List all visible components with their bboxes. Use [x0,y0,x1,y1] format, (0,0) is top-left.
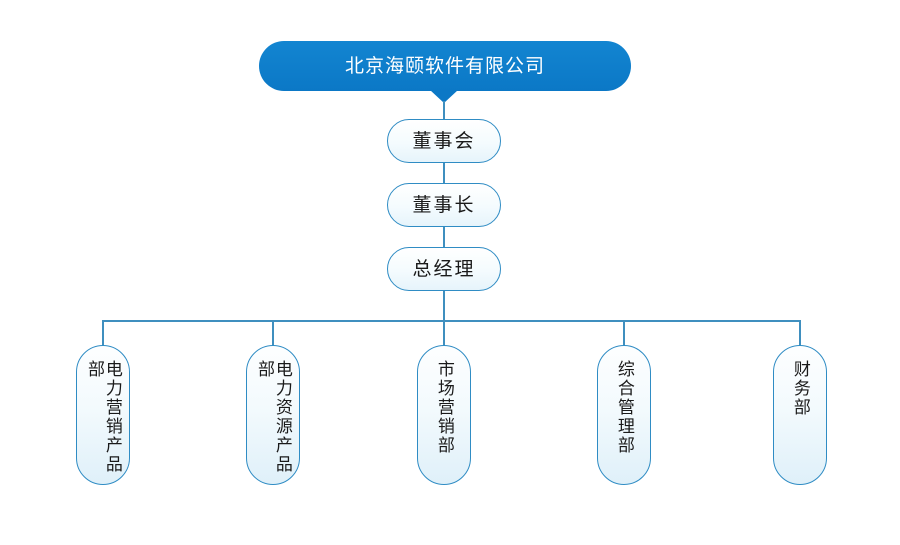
org-node-board-label: 董事会 [412,130,476,152]
connector-bus-to-dept-1 [102,320,104,350]
org-node-dept-power-marketing-product-label: 电力营销产品部 [85,360,122,474]
connector-chairman-to-gm [443,227,445,248]
org-node-dept-power-resource-product[interactable]: 电力资源产品部 [246,345,300,485]
connector-company-to-board [443,101,445,123]
connector-department-bus [102,320,801,322]
org-node-dept-general-management-label: 综合管理部 [614,360,634,455]
org-node-dept-finance-label: 财务部 [790,360,810,417]
connector-board-to-chairman [443,163,445,184]
org-node-company[interactable]: 北京海颐软件有限公司 [259,41,631,91]
connector-bus-to-dept-2 [272,320,274,350]
org-node-dept-power-resource-product-label: 电力资源产品部 [255,360,292,474]
org-node-company-label: 北京海颐软件有限公司 [344,55,545,77]
connector-bus-to-dept-5 [799,320,801,350]
org-node-chairman[interactable]: 董事长 [387,183,501,227]
org-node-general-manager[interactable]: 总经理 [387,247,501,291]
org-node-dept-finance[interactable]: 财务部 [773,345,827,485]
org-node-chairman-label: 董事长 [412,194,476,216]
org-node-dept-power-marketing-product[interactable]: 电力营销产品部 [76,345,130,485]
connector-gm-to-bus [443,291,445,321]
org-node-dept-general-management[interactable]: 综合管理部 [597,345,651,485]
org-node-dept-marketing[interactable]: 市场营销部 [417,345,471,485]
org-node-board[interactable]: 董事会 [387,119,501,163]
org-node-general-manager-label: 总经理 [412,258,476,280]
connector-bus-to-dept-4 [623,320,625,350]
org-node-dept-marketing-label: 市场营销部 [434,360,454,455]
connector-bus-to-dept-3 [443,320,445,350]
root-node-tail-triangle [430,90,458,103]
